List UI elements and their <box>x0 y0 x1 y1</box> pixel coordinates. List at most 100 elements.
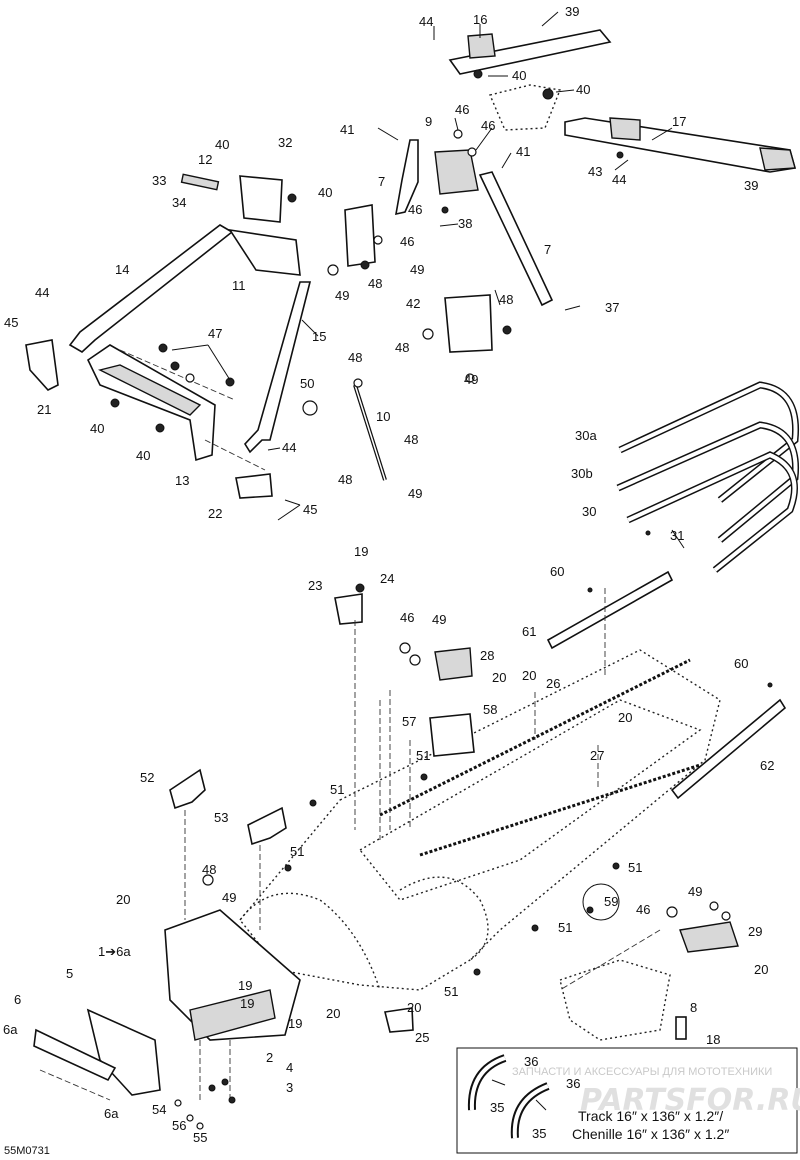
label-44: 44 <box>282 440 296 455</box>
label-20: 20 <box>326 1006 340 1021</box>
label-20: 20 <box>492 670 506 685</box>
label-13: 13 <box>175 473 189 488</box>
slide-rail-teeth <box>379 658 701 857</box>
label-34: 34 <box>172 195 186 210</box>
label-8: 8 <box>690 1000 697 1015</box>
label-7: 7 <box>378 174 385 189</box>
label-45: 45 <box>4 315 18 330</box>
label-53: 53 <box>214 810 228 825</box>
label-27: 27 <box>590 748 604 763</box>
label-49: 49 <box>335 288 349 303</box>
label-43: 43 <box>588 164 602 179</box>
label-41: 41 <box>516 144 530 159</box>
label-48: 48 <box>395 340 409 355</box>
label-17: 17 <box>672 114 686 129</box>
label-41: 41 <box>340 122 354 137</box>
label-30: 30 <box>582 504 596 519</box>
label-46: 46 <box>481 118 495 133</box>
label-60: 60 <box>734 656 748 671</box>
hardware-fasteners <box>110 69 773 1130</box>
label-49: 49 <box>410 262 424 277</box>
label-16: 16 <box>473 12 487 27</box>
label-36: 36 <box>524 1054 538 1069</box>
label-45: 45 <box>303 502 317 517</box>
label-19: 19 <box>240 996 254 1011</box>
label-28: 28 <box>480 648 494 663</box>
label-51: 51 <box>290 844 304 859</box>
watermark: ЗАПЧАСТИ И АКСЕССУАРЫ ДЛЯ МОТОТЕХНИКИ PA… <box>512 1066 800 1118</box>
label-46: 46 <box>636 902 650 917</box>
label-48: 48 <box>338 472 352 487</box>
label-20: 20 <box>522 668 536 683</box>
label-19: 19 <box>354 544 368 559</box>
label-51: 51 <box>628 860 642 875</box>
alignment-dashes <box>39 349 661 1101</box>
label-6a: 6a <box>3 1022 18 1037</box>
label-49: 49 <box>408 486 422 501</box>
label-30a: 30a <box>575 428 597 443</box>
part-11-bracket <box>228 228 301 276</box>
label-49: 49 <box>688 884 702 899</box>
label-14: 14 <box>115 262 129 277</box>
label-12: 12 <box>198 152 212 167</box>
label-38: 38 <box>458 216 472 231</box>
label-40: 40 <box>576 82 590 97</box>
label-52: 52 <box>140 770 154 785</box>
label-47: 47 <box>208 326 222 341</box>
label-51: 51 <box>558 920 572 935</box>
watermark-subtitle: ЗАПЧАСТИ И АКСЕССУАРЫ ДЛЯ МОТОТЕХНИКИ <box>512 1066 772 1078</box>
part-7-link-left <box>395 139 419 216</box>
label-20: 20 <box>116 892 130 907</box>
label-26: 26 <box>546 676 560 691</box>
label-21: 21 <box>37 402 51 417</box>
part-7-link-right <box>478 171 554 307</box>
label-48: 48 <box>499 292 513 307</box>
label-39: 39 <box>565 4 579 19</box>
label-51: 51 <box>444 984 458 999</box>
label-39: 39 <box>744 178 758 193</box>
part-29-bracket <box>679 921 739 953</box>
label-49: 49 <box>464 372 478 387</box>
part-shock-upper <box>344 204 376 267</box>
part-6-plate <box>33 1028 117 1082</box>
label-11: 11 <box>232 278 246 293</box>
label-50: 50 <box>300 376 314 391</box>
label-31: 31 <box>670 528 684 543</box>
part-52-pad <box>169 768 206 810</box>
label-20: 20 <box>754 962 768 977</box>
part-13-crossbar <box>86 344 216 462</box>
track-note-line1: Track 16″ x 136″ x 1.2″/ <box>578 1108 723 1124</box>
label-48: 48 <box>404 432 418 447</box>
label-23: 23 <box>308 578 322 593</box>
track-note-line2: Chenille 16″ x 136″ x 1.2″ <box>572 1126 729 1142</box>
label-36: 36 <box>566 1076 580 1091</box>
label-49: 49 <box>432 612 446 627</box>
label-40: 40 <box>215 137 229 152</box>
label-4: 4 <box>286 1060 293 1075</box>
part-9-pivot-bracket <box>434 149 479 195</box>
part-shock-lower <box>444 294 493 353</box>
label-10: 10 <box>376 409 390 424</box>
part-62-rail <box>670 698 787 800</box>
label-40: 40 <box>318 185 332 200</box>
label-20: 20 <box>618 710 632 725</box>
label-44: 44 <box>35 285 49 300</box>
label-48: 48 <box>348 350 362 365</box>
label-51: 51 <box>330 782 344 797</box>
label-30b: 30b <box>571 466 593 481</box>
label-7: 7 <box>544 242 551 257</box>
part-12-bracket <box>180 173 283 223</box>
label-33: 33 <box>152 173 166 188</box>
part-28-bracket <box>434 647 473 681</box>
part-23-bracket <box>334 593 363 625</box>
part-17-front-arm <box>564 117 797 173</box>
label-44: 44 <box>612 172 626 187</box>
label-35: 35 <box>532 1126 546 1141</box>
label-18: 18 <box>706 1032 720 1047</box>
part-21-bracket <box>25 339 59 391</box>
part-5-plate <box>86 1008 161 1096</box>
label-46: 46 <box>455 102 469 117</box>
label-15: 15 <box>312 329 326 344</box>
